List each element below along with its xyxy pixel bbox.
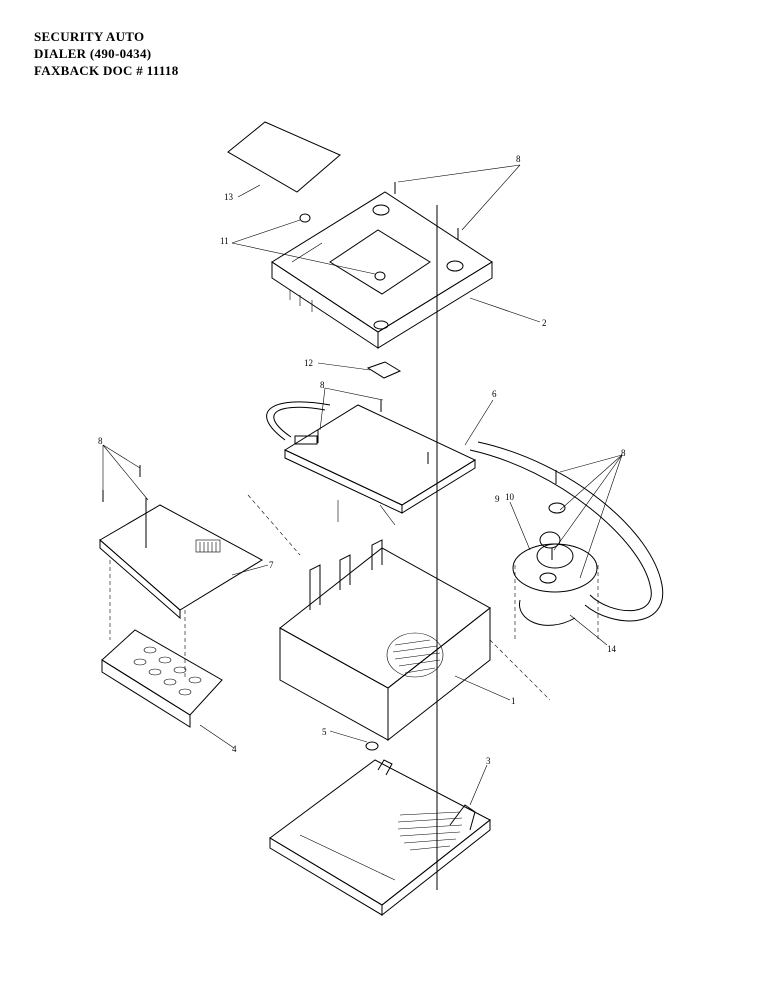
housing-part [247, 494, 551, 742]
callout-3: 3 [486, 756, 491, 766]
foot-part [365, 741, 379, 751]
wire-coil-part [469, 441, 664, 622]
callout-2: 2 [542, 318, 547, 328]
callout-8-board: 8 [320, 380, 325, 390]
callout-5: 5 [322, 727, 327, 737]
callout-6: 6 [492, 389, 497, 399]
label-sheet-part [227, 121, 341, 193]
callout-7: 7 [269, 560, 274, 570]
callout-1: 1 [511, 696, 516, 706]
title-line-2: DIALER (490-0434) [34, 46, 152, 61]
circuit-board-part [266, 401, 477, 526]
callout-9: 9 [495, 494, 500, 504]
keypad-board-part [99, 504, 264, 680]
callout-13: 13 [224, 192, 234, 202]
callout-10: 10 [505, 492, 515, 502]
base-cover-part [269, 759, 491, 917]
screws [102, 182, 557, 560]
leader-lines [102, 164, 623, 806]
callout-4: 4 [232, 744, 237, 754]
callout-12: 12 [304, 358, 313, 368]
title-line-3: FAXBACK DOC # 11118 [34, 63, 179, 78]
callout-11: 11 [220, 236, 229, 246]
callout-8-right: 8 [621, 448, 626, 458]
strip-part [366, 361, 402, 379]
callout-14: 14 [607, 644, 617, 654]
callout-labels: 13 8 11 2 12 8 6 8 8 9 7 10 14 1 4 5 3 [98, 154, 626, 766]
title-block: SECURITY AUTO DIALER (490-0434) FAXBACK … [34, 28, 179, 79]
keypad-buttons-part [101, 629, 223, 728]
bell-assembly-part [512, 502, 599, 640]
callout-8-left: 8 [98, 436, 103, 446]
top-cover-part [271, 191, 493, 349]
callout-8-top: 8 [516, 154, 521, 164]
title-line-1: SECURITY AUTO [34, 29, 145, 44]
